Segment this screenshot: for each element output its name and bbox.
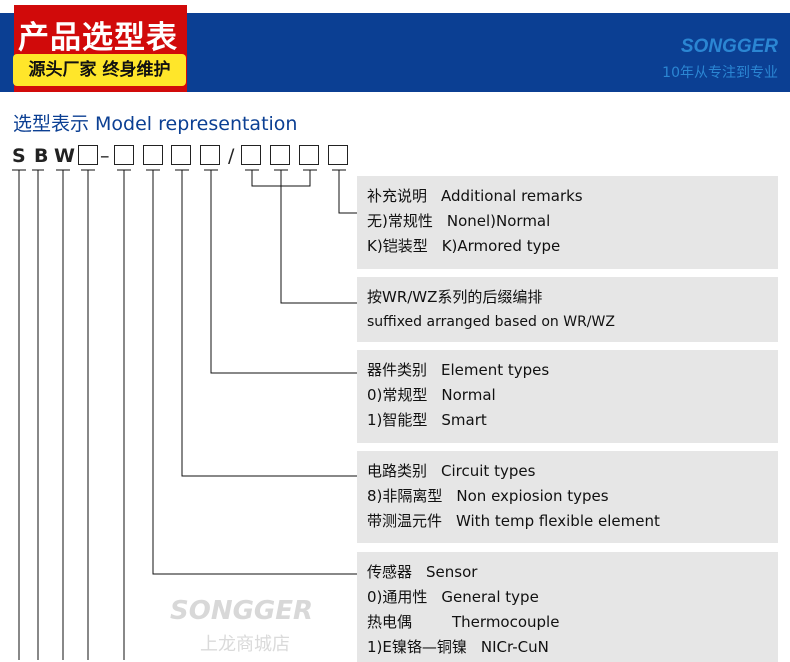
dash: – [100,145,110,167]
model-letter: S [12,145,26,167]
code-slot [114,145,134,165]
watermark-text: 上龙商城店 [200,634,290,655]
page-title: 产品选型表 [18,20,178,56]
section-heading: 选型表示 Model representation [13,113,298,135]
brand-slogan: 10年从专注到专业 [662,65,778,81]
code-slot [299,145,319,165]
slash: / [228,145,235,167]
subtitle-badge: 源头厂家 终身维护 [13,54,186,86]
panel-suffix: 按WR/WZ系列的后缀编排 suffixed arranged based on… [357,277,778,342]
brand-logo: SONGGER [680,36,778,57]
code-slot [78,145,98,165]
model-letter: B [34,145,49,167]
code-slot [241,145,261,165]
code-slot [171,145,191,165]
code-slot [328,145,348,165]
code-slot [200,145,220,165]
code-slot [270,145,290,165]
code-slot [143,145,163,165]
model-letter: W [54,145,75,167]
watermark-logo: SONGGER [170,596,314,626]
